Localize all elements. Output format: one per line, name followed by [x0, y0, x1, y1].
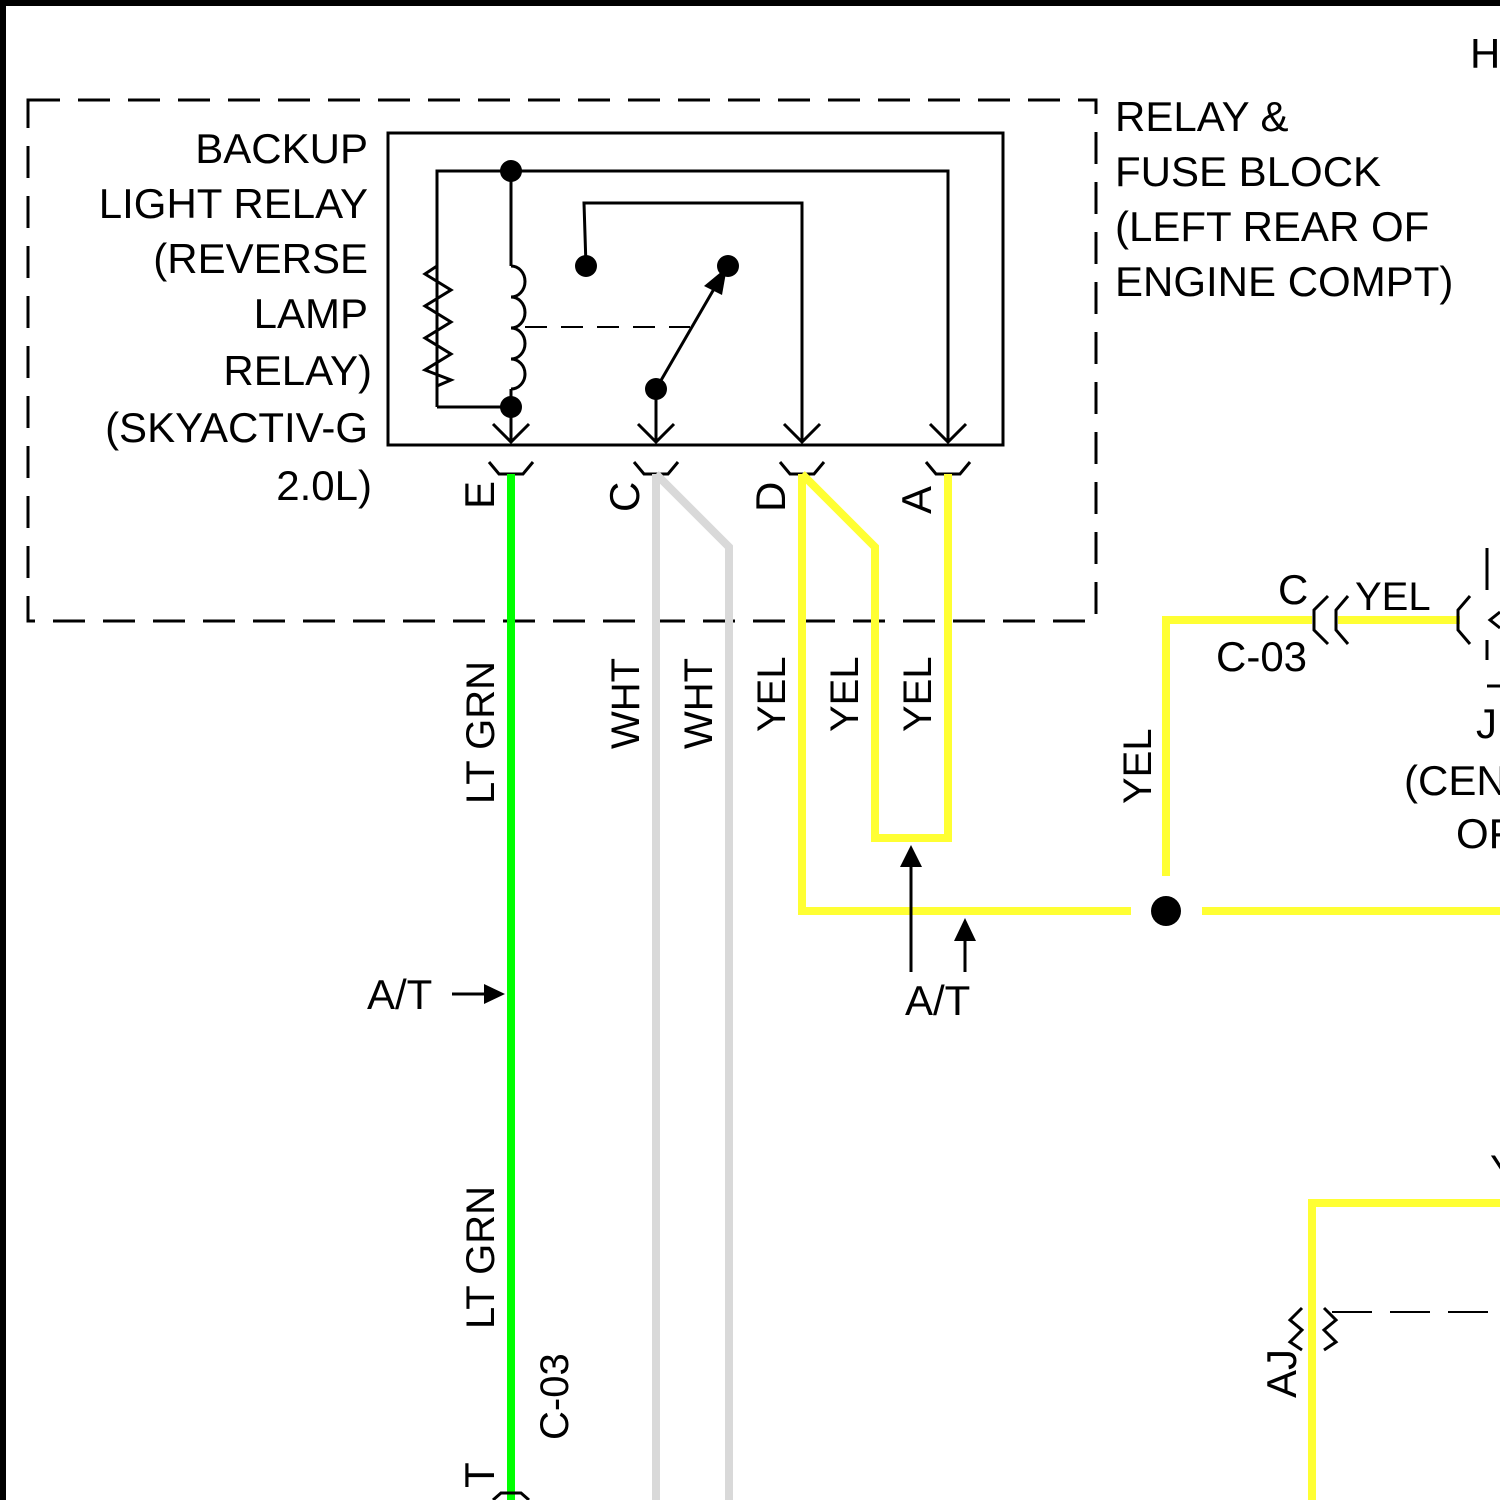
label-yel-d: YEL: [750, 656, 794, 732]
junction-label-j: J: [1476, 700, 1497, 747]
label-lt-grn: LT GRN: [459, 661, 503, 804]
label-yel-feed: YEL: [1116, 728, 1160, 804]
nc-contact: [575, 255, 597, 277]
module-name-line-1: RELAY &: [1115, 93, 1289, 140]
relay-fuse-block-boundary: [28, 100, 1096, 621]
connector-aj: [1290, 1308, 1500, 1350]
relay-name-line-7: 2.0L): [276, 462, 372, 509]
bottom-pin-t-label: T: [456, 1462, 503, 1488]
at-feed-arrowhead: [954, 918, 976, 941]
label-yel-a: YEL: [896, 656, 940, 732]
relay-name-line-5: RELAY): [223, 347, 372, 394]
label-yel-bottom-right: Y: [1490, 1148, 1500, 1192]
at-left-label: A/T: [367, 971, 432, 1018]
module-name-line-3: (LEFT REAR OF: [1115, 203, 1429, 250]
corner-label: H: [1470, 30, 1500, 77]
junction-block-edge: [1458, 548, 1500, 686]
at-callouts: A/T A/T: [367, 845, 976, 1024]
label-wht: WHT: [604, 658, 648, 749]
label-yel-d-2: YEL: [823, 656, 867, 732]
relay-name-line-3: (REVERSE: [153, 235, 368, 282]
relay-internals: [425, 160, 948, 440]
wire-wht-2: [656, 474, 729, 1500]
at-left-arrowhead: [484, 984, 505, 1004]
wires: [511, 474, 1500, 1500]
switch-arm: [656, 282, 718, 389]
relay-name-line-2: LIGHT RELAY: [99, 180, 368, 227]
splice-node: [1151, 896, 1181, 926]
connector-aj-label: AJ: [1258, 1349, 1305, 1398]
coil-symbol: [511, 266, 525, 389]
pin-label-c: C: [601, 482, 648, 512]
connector-pin-c-label: C: [1278, 566, 1308, 613]
label-yel-top: YEL: [1355, 575, 1431, 619]
node-top: [500, 160, 522, 182]
at-bottom-label: A/T: [905, 977, 970, 1024]
junction-label-of: OF: [1456, 810, 1500, 857]
at-loop-arrowhead: [900, 845, 922, 867]
relay-pins: E C D A: [456, 424, 970, 514]
common-contact: [645, 378, 667, 400]
nc-contact-lead: [584, 203, 802, 440]
module-name-line-4: ENGINE COMPT): [1115, 258, 1453, 305]
connector-c03-label: C-03: [1216, 633, 1307, 680]
module-name-line-2: FUSE BLOCK: [1115, 148, 1381, 195]
label-lt-grn-lower: LT GRN: [459, 1186, 503, 1329]
pin-label-e: E: [456, 481, 503, 509]
junction-label-cen: (CEN: [1404, 757, 1500, 804]
pin-label-a: A: [893, 486, 940, 514]
wire-yel-d-loop: [802, 474, 948, 838]
wire-yel-bottom-right: [1312, 1203, 1500, 1500]
connector-c03-vertical-label: C-03: [533, 1353, 577, 1440]
relay-name-line-4: LAMP: [254, 290, 368, 337]
node-coil-bottom: [500, 396, 522, 418]
relay-label: BACKUP LIGHT RELAY (REVERSE LAMP RELAY) …: [99, 125, 372, 509]
pin-label-d: D: [747, 482, 794, 512]
relay-name-line-1: BACKUP: [195, 125, 368, 172]
relay-fuse-block-label: RELAY & FUSE BLOCK (LEFT REAR OF ENGINE …: [1115, 93, 1453, 305]
no-contact: [717, 255, 739, 277]
relay-name-line-6: (SKYACTIV-G: [105, 404, 368, 451]
wire-labels: LT GRN LT GRN WHT WHT YEL YEL YEL YEL YE…: [459, 575, 1500, 1329]
label-wht-2: WHT: [677, 658, 721, 749]
relay-box: [388, 133, 1003, 445]
